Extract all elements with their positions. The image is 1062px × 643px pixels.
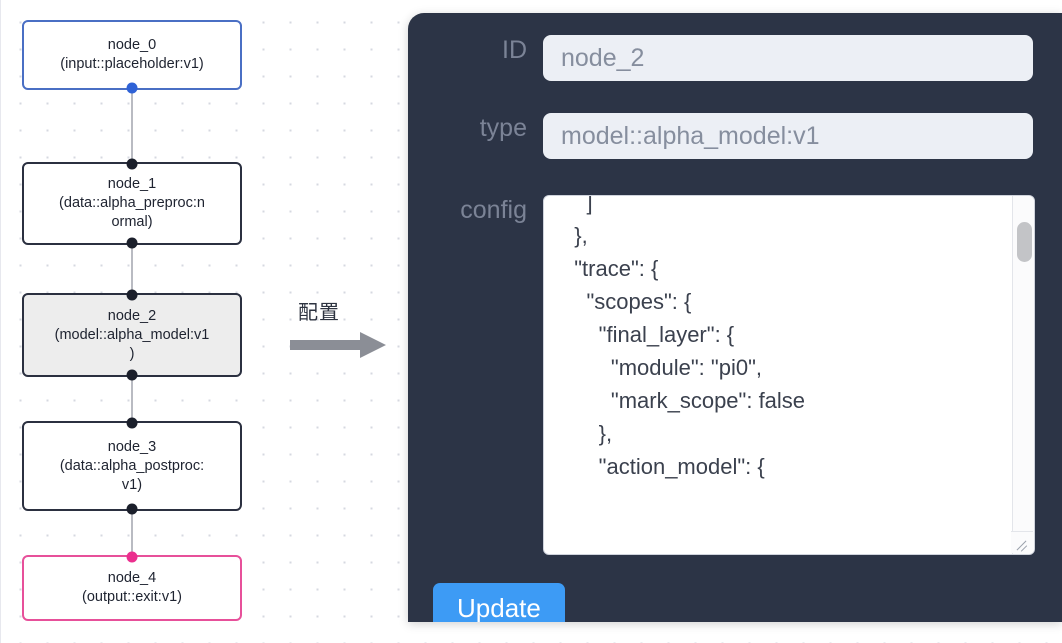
node-id-label: node_2	[107, 307, 157, 324]
graph-node-node_0[interactable]: node_0 (input::placeholder:v1)	[22, 20, 242, 94]
config-scrollbar-track[interactable]	[1012, 196, 1034, 554]
config-textarea[interactable]: "raw_action", "pred" ] }, "trace": { "sc…	[543, 195, 1035, 555]
node-handle-output[interactable]	[126, 503, 138, 515]
node-handle-output[interactable]	[126, 82, 138, 94]
node-config-panel: ID node_2 type model::alpha_model:v1 con…	[408, 13, 1062, 622]
config-arrow-annotation: 配置	[290, 296, 395, 366]
node-type-label-cont: v1)	[121, 476, 143, 493]
config-resize-handle[interactable]	[1011, 531, 1033, 553]
edge-node0-node1	[131, 90, 133, 162]
node-type-label-cont: )	[129, 345, 135, 362]
right-arrow-icon	[290, 332, 386, 358]
node-id-label: node_4	[107, 570, 157, 586]
node-handle-input[interactable]	[126, 289, 138, 301]
field-row-type: type model::alpha_model:v1	[408, 113, 1033, 159]
id-input[interactable]: node_2	[543, 35, 1033, 81]
node-type-label-cont: ormal)	[111, 214, 153, 230]
node-handle-input[interactable]	[126, 551, 138, 563]
graph-node-node_4[interactable]: node_4 (output::exit:v1)	[22, 551, 242, 621]
config-textarea-content[interactable]: "raw_action", "pred" ] }, "trace": { "sc…	[574, 195, 806, 479]
graph-node-node_1[interactable]: node_1 (data::alpha_preproc:n ormal)	[22, 158, 242, 249]
field-row-id: ID node_2	[408, 35, 1033, 81]
edge-node2-node3	[131, 377, 133, 421]
edge-node1-node2	[131, 245, 133, 293]
config-field-label: config	[460, 196, 527, 224]
node-id-label: node_0	[107, 37, 157, 53]
canvas-left-border	[0, 0, 1, 643]
graph-node-node_2[interactable]: node_2 (model::alpha_model:v1 )	[22, 289, 242, 381]
node-handle-input[interactable]	[126, 158, 138, 170]
graph-node-node_3[interactable]: node_3 (data::alpha_postproc: v1)	[22, 417, 242, 515]
node-type-label: (input::placeholder:v1)	[60, 56, 204, 72]
node-id-label: node_3	[107, 438, 157, 455]
node-id-label: node_1	[107, 176, 157, 192]
id-field-label: ID	[502, 36, 527, 64]
type-input[interactable]: model::alpha_model:v1	[543, 113, 1033, 159]
update-button[interactable]: Update	[433, 583, 565, 622]
node-type-label: (model::alpha_model:v1	[54, 326, 210, 343]
node-type-label: (data::alpha_postproc:	[59, 457, 205, 474]
node-handle-input[interactable]	[126, 417, 138, 429]
config-scrollbar-thumb[interactable]	[1017, 222, 1032, 262]
node-type-label: (data::alpha_preproc:n	[59, 195, 205, 211]
node-handle-output[interactable]	[126, 369, 138, 381]
field-row-config: config "raw_action", "pred" ] }, "trace"…	[408, 195, 1035, 555]
arrow-label: 配置	[298, 300, 340, 324]
edge-node3-node4	[131, 511, 133, 555]
type-field-label: type	[479, 114, 527, 142]
node-handle-output[interactable]	[126, 237, 138, 249]
node-type-label: (output::exit:v1)	[82, 589, 182, 605]
